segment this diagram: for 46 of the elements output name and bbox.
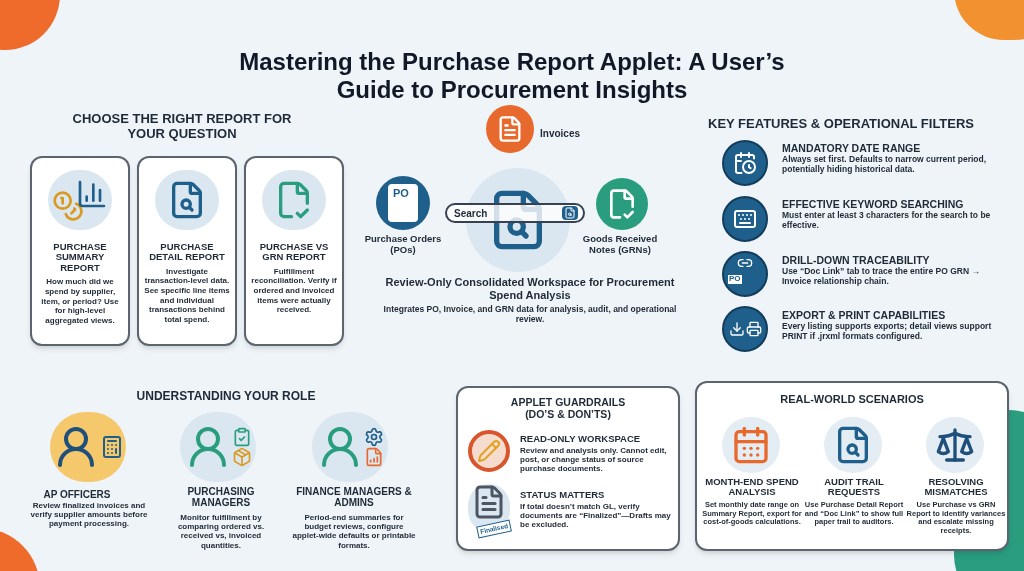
- role-heading: PURCHASING MANAGERS: [186, 486, 256, 508]
- item-description: If total doesn’t match GL, verify documents are “Finalized”—Drafts may be excluded.: [520, 502, 672, 530]
- page-title: Mastering the Purchase Report Applet: A User’s Guide to Procurement Insights: [238, 48, 786, 104]
- scenarios-panel: [695, 381, 1009, 551]
- icon-text: PO: [390, 187, 412, 200]
- icon-caption: Invoices: [540, 127, 581, 141]
- feature-heading: DRILL-DOWN TRACEABILITY: [782, 253, 931, 267]
- section-heading: UNDERSTANDING YOUR ROLE: [135, 388, 317, 405]
- search-field-text: Search: [454, 207, 488, 221]
- item-heading: AUDIT TRAIL REQUESTS: [823, 477, 885, 498]
- section-heading: CHOOSE THE RIGHT REPORT FOR YOUR QUESTION: [71, 112, 293, 142]
- role-description: Review finalized invoices and verify supplier amounts before payment processing.: [30, 501, 148, 529]
- feature-heading: MANDATORY DATE RANGE: [782, 141, 922, 155]
- card-heading: PURCHASE VS GRN REPORT: [258, 242, 330, 263]
- role-heading: FINANCE MANAGERS & ADMINS: [295, 486, 413, 508]
- guardrails-panel: [456, 386, 680, 551]
- feature-description: Every listing supports exports; detail views support PRINT if .jrxml formats configured.: [782, 322, 993, 342]
- card-heading: PURCHASE DETAIL REPORT: [148, 242, 226, 263]
- card-heading: PURCHASE SUMMARY REPORT: [52, 242, 108, 274]
- icon-caption: Purchase Orders (POs): [363, 234, 443, 256]
- item-heading: STATUS MATTERS: [520, 488, 606, 502]
- workspace-description: Integrates PO, Invoice, and GRN data for analysis, audit, and operational review.: [382, 304, 678, 325]
- role-description: Period-end summaries for budget reviews, configure applet-wide defaults or printable formats.: [292, 513, 416, 550]
- report-card: [30, 156, 130, 346]
- item-heading: READ-ONLY WORKSPACE: [520, 432, 642, 446]
- icon-text: PO: [728, 275, 742, 284]
- role-description: Monitor fulfillment by comparing ordered vs. received vs, invoiced quantities.: [176, 513, 266, 550]
- report-card: [244, 156, 344, 346]
- item-heading: RESOLVING MISMATCHES: [923, 477, 989, 498]
- card-description: Investigate transaction-level data. See specific line items and individual transactions behind total spend.: [143, 266, 231, 325]
- panel-title: REAL-WORLD SCENARIOS: [779, 393, 925, 406]
- card-description: Fulfillment reconciliation. Verify if ordered and invoiced items were actually received.: [250, 266, 338, 315]
- feature-description: Use “Doc Link” tab to trace the entire PO GRN → Invoice relationship chain.: [782, 267, 981, 287]
- feature-description: Must enter at least 3 characters for the search to be effective.: [782, 211, 992, 231]
- workspace-title: Review-Only Consolidated Workspace for Procurement Spend Analysis: [384, 276, 676, 303]
- feature-heading: EFFECTIVE KEYWORD SEARCHING: [782, 197, 965, 211]
- report-card: [137, 156, 237, 346]
- role-heading: AP OFFICERS: [42, 488, 112, 502]
- item-heading: MONTH-END SPEND ANALYSIS: [704, 477, 800, 498]
- feature-description: Always set first. Defaults to narrow current period, potentially hiding historical data.: [782, 155, 988, 175]
- icon-caption: Goods Received Notes (GRNs): [581, 234, 659, 256]
- item-description: Review and analysis only. Cannot edit, post, or change status of source purchase documents.: [520, 446, 668, 474]
- section-heading: KEY FEATURES & OPERATIONAL FILTERS: [708, 115, 976, 133]
- panel-title: APPLET GUARDRAILS (DO’S & DON’TS): [509, 397, 627, 421]
- feature-heading: EXPORT & PRINT CAPABILITIES: [782, 308, 947, 322]
- card-description: How much did we spend by supplier, item, or period? Use for high-level aggregated views.: [40, 277, 120, 326]
